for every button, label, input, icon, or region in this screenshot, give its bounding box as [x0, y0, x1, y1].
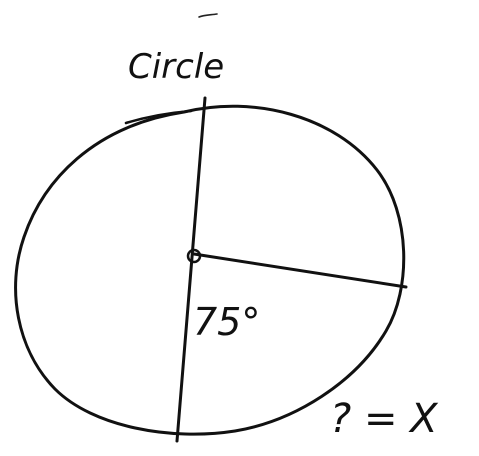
diagram-title: Circle — [128, 47, 224, 87]
question-label: ? = X — [330, 396, 439, 442]
radius-line — [192, 252, 408, 289]
diameter-line — [175, 96, 207, 443]
circle-outline — [14, 104, 406, 436]
angle-label: 75° — [193, 300, 260, 344]
stray-mark — [198, 13, 218, 18]
center-point — [186, 248, 202, 264]
outline-overlap-stroke — [124, 109, 193, 125]
